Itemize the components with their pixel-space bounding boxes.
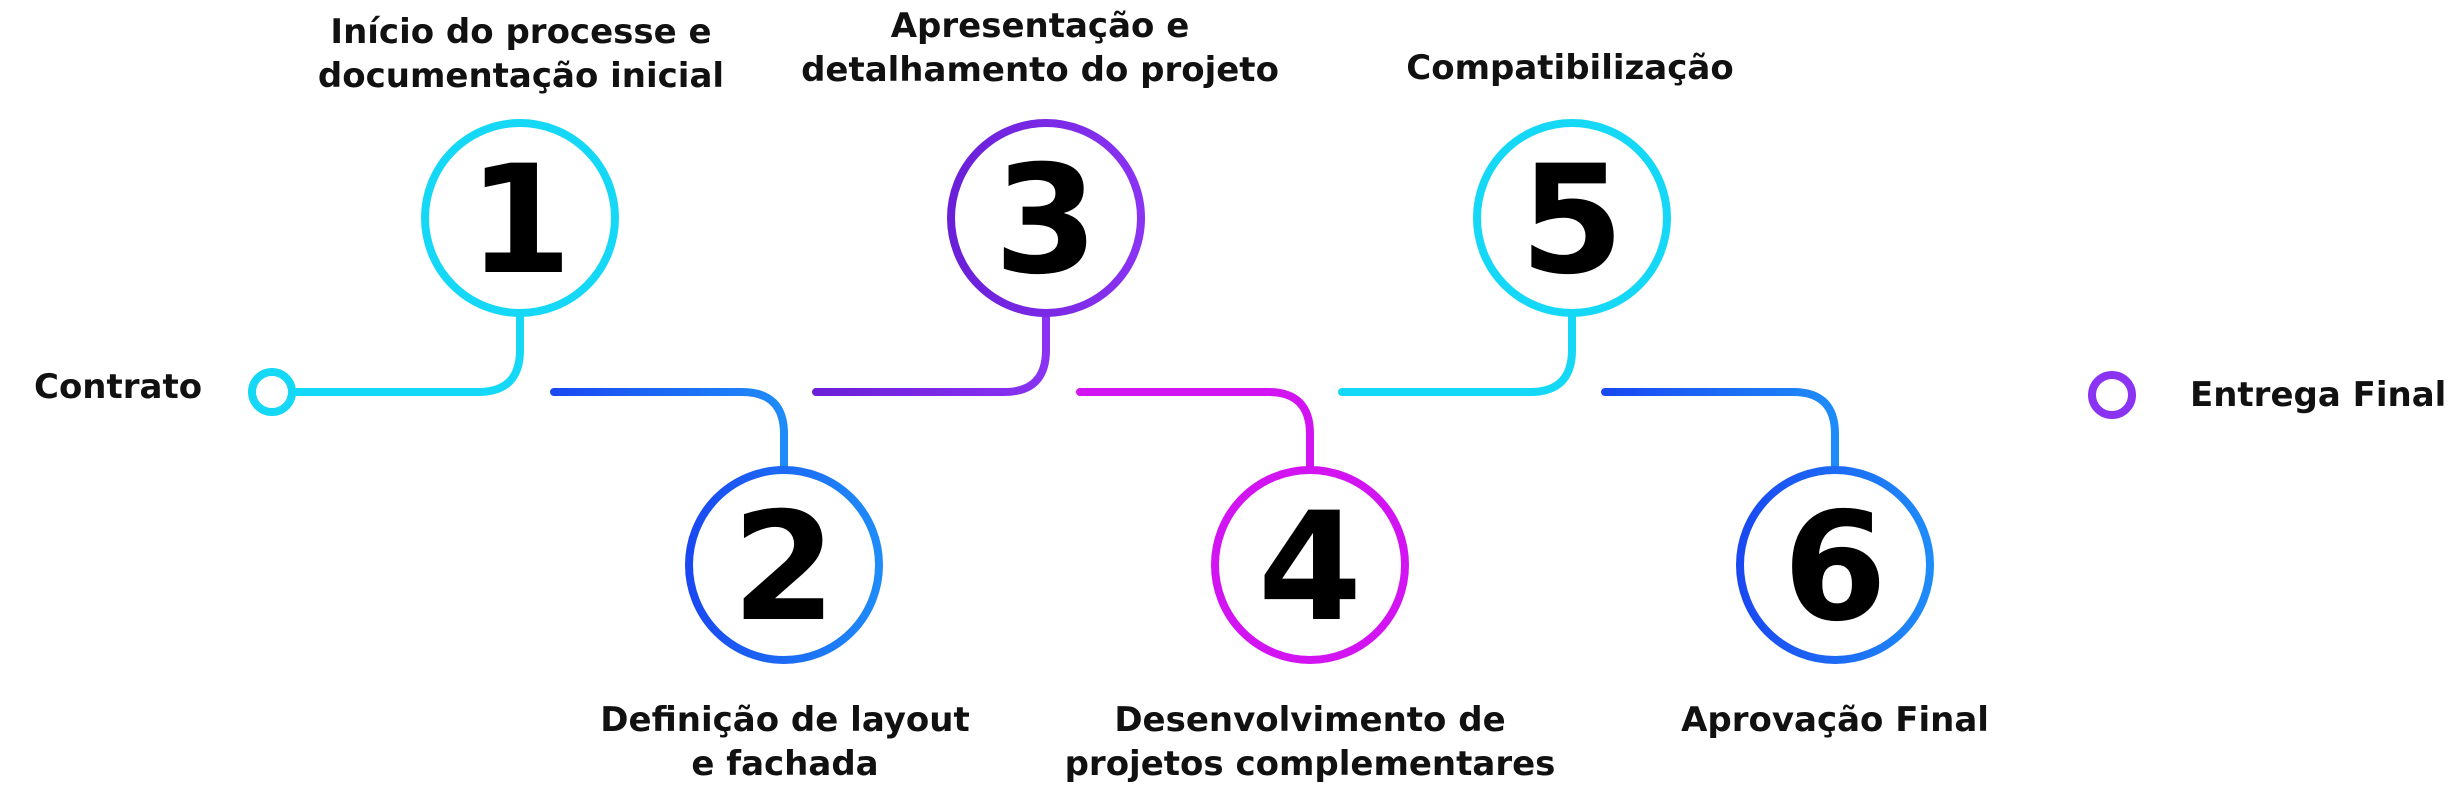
step-1-connector — [288, 309, 524, 396]
step-5-connector — [1338, 309, 1576, 396]
step-1-circle — [421, 119, 619, 317]
step-4-connector — [1076, 388, 1314, 474]
step-1-number: 1 — [468, 134, 572, 308]
start-label: Contrato — [34, 367, 203, 407]
step-2-connector — [550, 388, 788, 474]
step-3-circle — [947, 119, 1145, 317]
step-6-circle — [1736, 466, 1934, 664]
step-5-circle — [1473, 119, 1671, 317]
step-2-circle — [685, 466, 883, 664]
step-6-connector — [1601, 388, 1839, 474]
end-node — [2088, 371, 2136, 419]
step-6-label: Aprovação Final — [1681, 700, 1989, 740]
step-4-circle — [1211, 466, 1409, 664]
step-5-label: Compatibilização — [1406, 48, 1734, 88]
step-2-number: 2 — [732, 481, 836, 655]
end-label: Entrega Final — [2190, 375, 2447, 415]
start-node — [248, 368, 296, 416]
step-6-number: 6 — [1783, 481, 1887, 655]
step-4-number: 4 — [1258, 481, 1362, 655]
step-3-connector — [812, 309, 1050, 396]
step-5-number: 5 — [1520, 134, 1624, 308]
step-3-number: 3 — [994, 134, 1098, 308]
